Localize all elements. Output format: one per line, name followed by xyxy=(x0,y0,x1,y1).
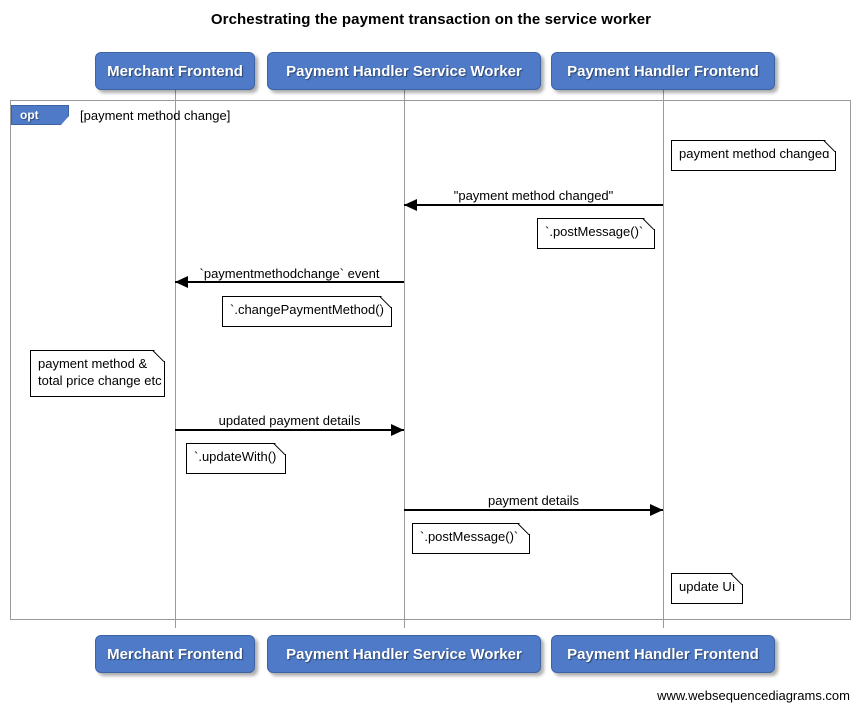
message-label-updated-payment-details: updated payment details xyxy=(218,413,361,428)
note-update-ui: update UI xyxy=(671,573,743,604)
participant-payment-handler-service-worker-top[interactable]: Payment Handler Service Worker xyxy=(267,52,541,90)
message-arrowhead-updated-payment-details xyxy=(391,424,404,436)
note-change-payment-method: `.changePaymentMethod()` xyxy=(222,296,392,327)
message-arrowhead-payment-method-changed xyxy=(404,199,417,211)
page-title: Orchestrating the payment transaction on… xyxy=(210,11,652,28)
fragment-opt-condition: [payment method change] xyxy=(80,108,231,123)
message-label-paymentmethodchange-event: `paymentmethodchange` event xyxy=(199,266,380,281)
note-price-change: payment method & total price change etc xyxy=(30,350,165,397)
participant-merchant-frontend-bottom[interactable]: Merchant Frontend xyxy=(95,635,255,673)
lifeline-payment-handler-frontend xyxy=(663,89,664,628)
message-line-paymentmethodchange-event xyxy=(175,281,404,283)
note-payment-method-changed: payment method changed xyxy=(671,140,836,171)
message-line-updated-payment-details xyxy=(175,429,404,431)
message-line-payment-method-changed xyxy=(404,204,663,206)
message-line-payment-details xyxy=(404,509,663,511)
note-post-message-1: `.postMessage()` xyxy=(537,218,655,249)
note-update-with: `.updateWith()` xyxy=(186,443,286,474)
participant-payment-handler-service-worker-bottom[interactable]: Payment Handler Service Worker xyxy=(267,635,541,673)
note-post-message-2: `.postMessage()` xyxy=(412,523,530,554)
fragment-opt-tag: opt xyxy=(11,105,69,125)
message-label-payment-method-changed: "payment method changed" xyxy=(453,188,614,203)
participant-payment-handler-frontend-top[interactable]: Payment Handler Frontend xyxy=(551,52,775,90)
message-arrowhead-payment-details xyxy=(650,504,663,516)
lifeline-merchant-frontend xyxy=(175,89,176,628)
participant-merchant-frontend-top[interactable]: Merchant Frontend xyxy=(95,52,255,90)
message-label-payment-details: payment details xyxy=(487,493,580,508)
participant-payment-handler-frontend-bottom[interactable]: Payment Handler Frontend xyxy=(551,635,775,673)
message-arrowhead-paymentmethodchange-event xyxy=(175,276,188,288)
lifeline-payment-handler-service-worker xyxy=(404,89,405,628)
footer-attribution: www.websequencediagrams.com xyxy=(657,688,850,703)
fragment-opt-frame xyxy=(10,100,851,620)
